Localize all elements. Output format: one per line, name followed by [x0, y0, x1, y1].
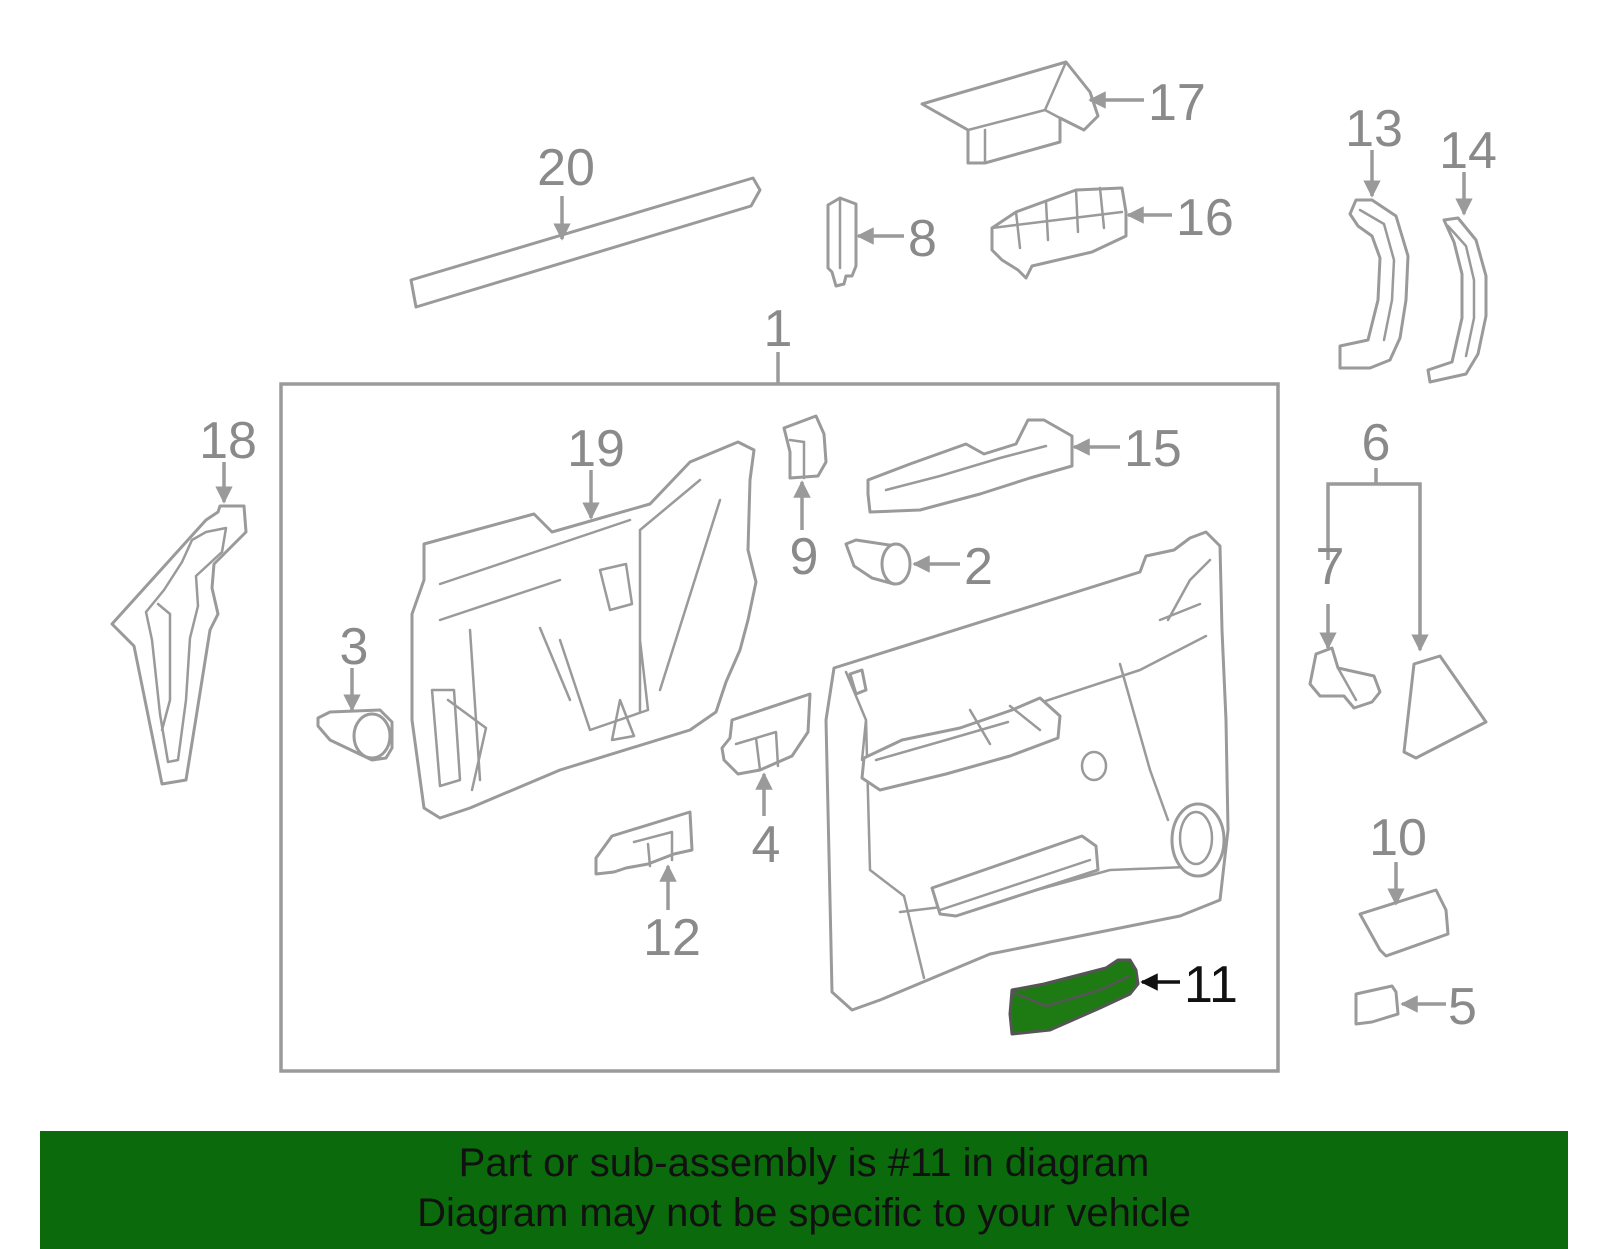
part-18-frame: [110, 504, 248, 786]
part-11-highlighted: [1008, 958, 1140, 1036]
callout-8: 8: [908, 210, 937, 268]
callout-15: 15: [1124, 420, 1182, 478]
part-3-knob: [316, 708, 394, 762]
part-6-triangle-trim: [1402, 654, 1488, 760]
callout-12: 12: [643, 909, 701, 967]
part-4-bezel: [720, 692, 812, 776]
callout-3: 3: [340, 618, 369, 676]
banner-line-2: Diagram may not be specific to your vehi…: [417, 1191, 1191, 1235]
callout-17: 17: [1148, 74, 1206, 132]
callout-5: 5: [1448, 978, 1477, 1036]
callout-19: 19: [567, 420, 625, 478]
banner-line-1: Part or sub-assembly is #11 in diagram: [458, 1141, 1150, 1185]
callout-9: 9: [790, 528, 819, 586]
callout-10: 10: [1369, 809, 1427, 867]
part-16-switch: [990, 186, 1128, 280]
callout-16: 16: [1176, 189, 1234, 247]
callout-7: 7: [1316, 538, 1345, 596]
part-13-pull-handle: [1338, 198, 1410, 370]
callout-11: 11: [1184, 956, 1238, 1014]
callout-1: 1: [764, 300, 793, 358]
callout-2: 2: [964, 538, 993, 596]
part-19-trim-panel: [410, 440, 758, 820]
part-8-clip: [826, 196, 858, 288]
callout-18: 18: [199, 412, 257, 470]
callout-14: 14: [1439, 122, 1497, 180]
part-14-handle-cover: [1426, 216, 1488, 384]
callout-6: 6: [1362, 414, 1391, 472]
door-trim-assembly: [824, 530, 1230, 1012]
part-20-molding: [409, 176, 762, 309]
info-banner: Part or sub-assembly is #11 in diagram D…: [40, 1131, 1568, 1249]
part-5-pad: [1354, 984, 1400, 1026]
part-12-bezel: [594, 810, 694, 876]
callout-4: 4: [752, 816, 781, 874]
part-2-knob: [844, 538, 912, 586]
part-17-bezel: [920, 60, 1100, 165]
part-10-pad: [1358, 888, 1450, 958]
part-9-bracket: [782, 414, 828, 480]
part-7-trim: [1308, 646, 1382, 710]
callout-20: 20: [537, 139, 595, 197]
callout-13: 13: [1345, 100, 1403, 158]
part-15-armrest: [866, 418, 1074, 514]
